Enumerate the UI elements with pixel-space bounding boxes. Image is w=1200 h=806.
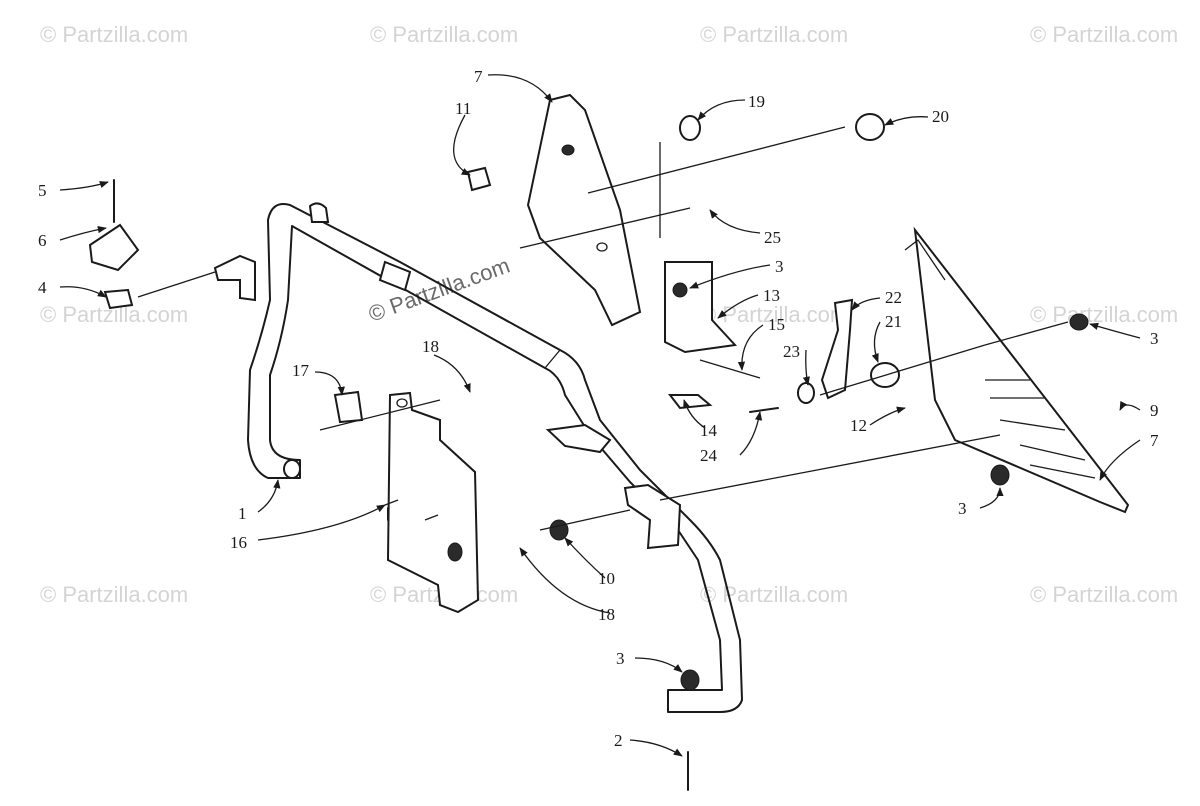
callout-5: 5	[38, 181, 47, 200]
callout-11: 12	[850, 416, 867, 435]
part-3-nut-c	[680, 669, 700, 691]
part-4-clip	[103, 288, 134, 310]
assembly-lines	[137, 126, 1069, 531]
callout-3: 3	[616, 649, 625, 668]
callout-22: 22	[885, 288, 902, 307]
callout-9: 9	[1150, 401, 1159, 420]
callout-21: 21	[885, 312, 902, 331]
callout-4: 4	[38, 278, 47, 297]
callout-23: 23	[783, 342, 800, 361]
callout-15: 11	[455, 99, 471, 118]
part-13-clip	[667, 394, 713, 410]
callout-2: 2	[614, 731, 623, 750]
watermark: © Partzilla.com	[700, 22, 848, 47]
callout-13: 14	[700, 421, 718, 440]
watermark: © Partzilla.com	[370, 22, 518, 47]
part-1-tube-bar	[213, 202, 743, 713]
part-16-mounting-plate	[384, 391, 480, 614]
watermark: © Partzilla.com	[1030, 302, 1178, 327]
callout-18: 18	[422, 337, 439, 356]
callout-19: 19	[748, 92, 765, 111]
callout-3: 3	[1150, 329, 1159, 348]
part-20-knob	[855, 113, 885, 141]
callout-24: 24	[700, 446, 718, 465]
part-23-washer	[797, 382, 815, 404]
callout-3: 3	[775, 257, 784, 276]
watermark: © Partzilla.com	[700, 582, 848, 607]
part-7-side-plate	[904, 226, 1130, 514]
callout-3: 3	[958, 499, 967, 518]
callout-8: 7	[474, 67, 483, 86]
part-6-clamp	[88, 223, 140, 272]
watermark: © Partzilla.com	[1030, 22, 1178, 47]
part-10-nut	[549, 519, 569, 541]
callout-14: 15	[768, 315, 785, 334]
part-24-bolt	[749, 407, 779, 413]
callout-6: 6	[38, 231, 47, 250]
callout-17: 17	[292, 361, 310, 380]
watermark: © Partzilla.com	[40, 582, 188, 607]
callout-labels: 7 11 19 20 25 5 6 4 3 13 15 22 21 23 3 9…	[38, 67, 1159, 750]
part-19-nut	[679, 115, 701, 141]
callout-1: 1	[238, 504, 247, 523]
watermark: © Partzilla.com	[40, 22, 188, 47]
callout-20: 20	[932, 107, 949, 126]
hardware-parts	[88, 113, 1089, 791]
watermark: © Partzilla.com	[1030, 582, 1178, 607]
part-12-bracket	[664, 261, 738, 354]
part-3-nut-a	[1069, 313, 1089, 331]
part-15-bushing	[466, 166, 492, 192]
watermark-layer: © Partzilla.com © Partzilla.com © Partzi…	[40, 22, 1178, 607]
callout-7: 7	[1150, 431, 1159, 450]
part-8-upper-plate	[526, 93, 642, 327]
part-17-clamp	[333, 390, 364, 424]
callout-16: 16	[230, 533, 247, 552]
leader-lines	[59, 74, 1141, 757]
part-3-nut-b	[990, 464, 1010, 486]
callout-12: 13	[763, 286, 780, 305]
callout-18: 18	[598, 605, 615, 624]
callout-10: 10	[598, 569, 615, 588]
callout-25: 25	[764, 228, 781, 247]
